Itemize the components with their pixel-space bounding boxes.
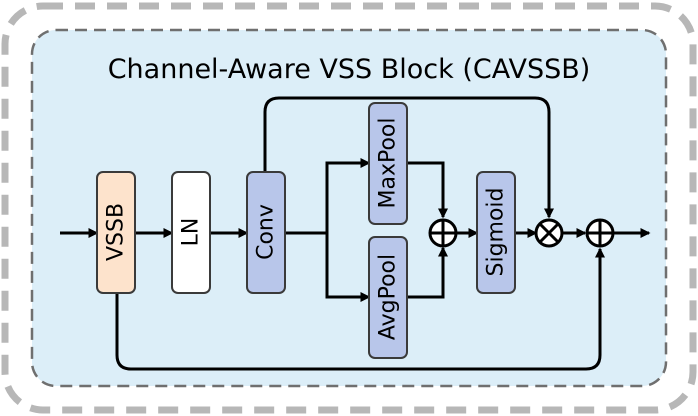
vssb-residual-arrow [115, 247, 605, 371]
ln-label: LN [179, 218, 204, 247]
conv-skip-to-multiply-arrow [263, 96, 554, 219]
ln-block: LN [171, 171, 211, 294]
sigmoid-label: Sigmoid [484, 187, 509, 276]
maxpool-to-add-arrow [407, 161, 448, 219]
avgpool-label: AvgPool [376, 254, 401, 340]
conv-label: Conv [254, 204, 279, 260]
split-to-maxpool-arrow [325, 158, 371, 233]
residual-add-operator-icon [585, 218, 615, 248]
diagram-title: Channel-Aware VSS Block (CAVSSB) [108, 54, 591, 85]
sigmoid-block: Sigmoid [476, 171, 516, 294]
add-operator-icon [428, 218, 458, 248]
vssb-block: VSSB [96, 171, 136, 294]
conv-block: Conv [246, 171, 286, 294]
vssb-label: VSSB [104, 203, 129, 261]
split-to-avgpool-arrow [325, 233, 371, 302]
avgpool-to-add-arrow [407, 246, 448, 299]
maxpool-block: MaxPool [368, 102, 408, 225]
maxpool-label: MaxPool [376, 118, 401, 209]
block-container [30, 28, 668, 388]
avgpool-block: AvgPool [368, 236, 408, 359]
multiply-operator-icon [534, 218, 564, 248]
